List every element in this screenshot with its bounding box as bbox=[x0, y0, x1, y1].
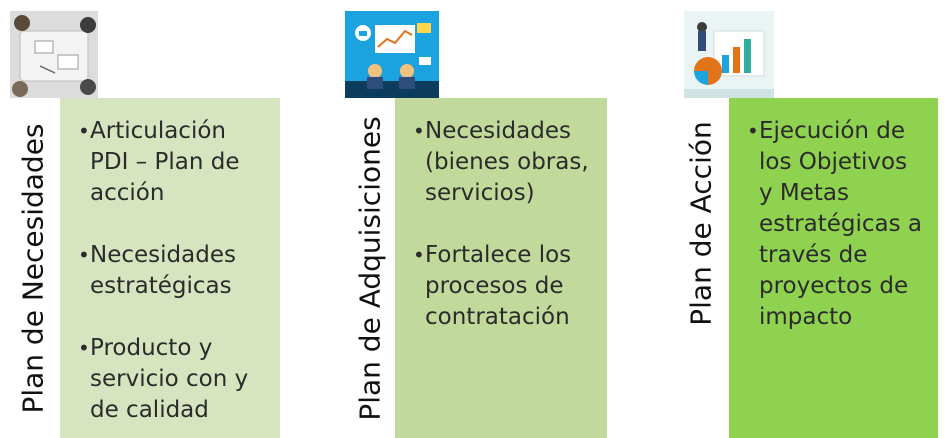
strategy-illustration-thumbnail bbox=[684, 11, 774, 98]
content-panel: •Necesidades (bienes obras, servicios) •… bbox=[395, 98, 607, 438]
column-title: Plan de Adquisiciones bbox=[353, 115, 387, 421]
meeting-photo-thumbnail bbox=[10, 11, 98, 98]
content-panel: •Articulación PDI – Plan de acción •Nece… bbox=[60, 98, 280, 438]
bullet-item: •Articulación PDI – Plan de acción bbox=[78, 118, 240, 206]
bullet-item: •Necesidades (bienes obras, servicios) bbox=[413, 118, 589, 206]
column-plan-de-necesidades: Plan de Necesidades •Articulación PDI – … bbox=[0, 0, 290, 438]
column-plan-de-accion: Plan de Acción •Ejecución de los Objetiv… bbox=[670, 0, 944, 438]
content-panel: •Ejecución de los Objetivos y Metas estr… bbox=[729, 98, 938, 438]
bullet-item: •Necesidades estratégicas bbox=[78, 242, 236, 299]
bullet-item: •Ejecución de los Objetivos y Metas estr… bbox=[747, 118, 922, 330]
column-plan-de-adquisiciones: Plan de Adquisiciones •Necesidades (bien… bbox=[340, 0, 620, 438]
bullet-item: •Fortalece los procesos de contratación bbox=[413, 242, 572, 330]
bullet-item: •Producto y servicio con y de calidad bbox=[78, 335, 249, 423]
column-title: Plan de Acción bbox=[684, 120, 718, 326]
column-title: Plan de Necesidades bbox=[16, 122, 50, 414]
analytics-illustration-thumbnail bbox=[345, 11, 439, 98]
